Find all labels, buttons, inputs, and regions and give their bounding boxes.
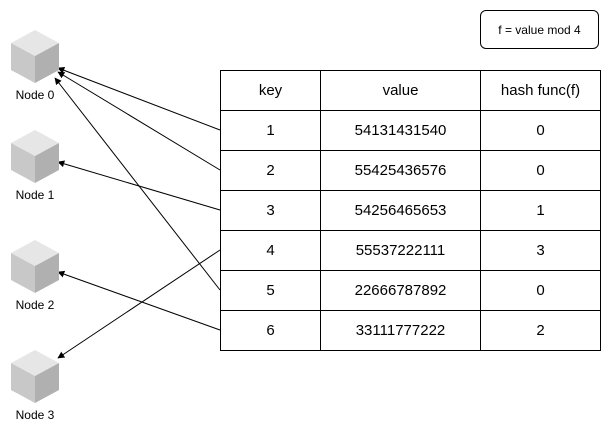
cell-value: 22666787892: [320, 270, 481, 311]
node-label: Node 0: [15, 88, 55, 102]
node-3: Node 3: [0, 350, 70, 422]
cube-icon: [11, 130, 59, 183]
header-hash-func: hash func(f): [480, 70, 601, 111]
node-2: Node 2: [0, 240, 70, 312]
cell-key: 4: [220, 230, 321, 271]
cell-hash: 1: [480, 190, 601, 231]
table-row: 1 54131431540 0: [220, 110, 601, 151]
table-row: 2 55425436576 0: [220, 150, 601, 191]
hash-table: key value hash func(f) 1 54131431540 0 2…: [220, 70, 601, 351]
formula-box: f = value mod 4: [480, 10, 599, 49]
node-0: Node 0: [0, 30, 70, 102]
arrow-key-4-to-node-3: [57, 249, 221, 359]
formula-text: f = value mod 4: [498, 22, 581, 37]
table-row: 3 54256465653 1: [220, 190, 601, 231]
arrow-key-1-to-node-0: [57, 66, 221, 131]
cell-key: 6: [220, 310, 321, 351]
cell-value: 54256465653: [320, 190, 481, 231]
cell-key: 1: [220, 110, 321, 151]
cell-value: 55537222111: [320, 230, 481, 271]
cell-hash: 0: [480, 150, 601, 191]
cell-hash: 3: [480, 230, 601, 271]
arrow-key-2-to-node-0: [57, 71, 221, 171]
node-label: Node 1: [15, 188, 55, 202]
cell-value: 55425436576: [320, 150, 481, 191]
arrow-key-6-to-node-2: [57, 270, 221, 331]
node-label: Node 2: [15, 298, 55, 312]
table-row: 4 55537222111 3: [220, 230, 601, 271]
cell-hash: 0: [480, 270, 601, 311]
cube-icon: [11, 350, 59, 403]
node-label: Node 3: [15, 408, 55, 422]
table-row: 6 33111777222 2: [220, 310, 601, 351]
cell-value: 54131431540: [320, 110, 481, 151]
cell-key: 3: [220, 190, 321, 231]
cell-key: 5: [220, 270, 321, 311]
header-key: key: [220, 70, 321, 111]
header-value: value: [320, 70, 481, 111]
cell-key: 2: [220, 150, 321, 191]
arrow-key-5-to-node-0: [54, 77, 221, 291]
cell-hash: 2: [480, 310, 601, 351]
cube-icon: [11, 30, 59, 83]
cell-hash: 0: [480, 110, 601, 151]
table-row: 5 22666787892 0: [220, 270, 601, 311]
cell-value: 33111777222: [320, 310, 481, 351]
node-1: Node 1: [0, 130, 70, 202]
table-header-row: key value hash func(f): [220, 70, 601, 111]
cube-icon: [11, 240, 59, 293]
